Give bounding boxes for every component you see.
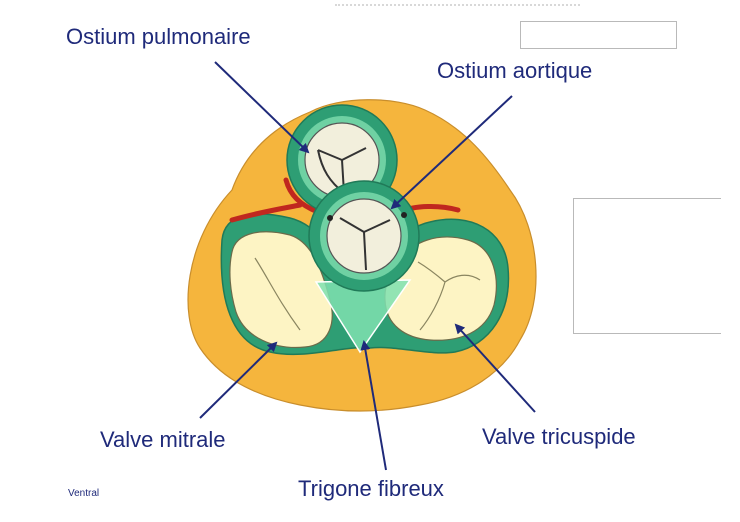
blank-box-top: [520, 21, 677, 49]
label-valve-tricuspide: Valve tricuspide: [482, 424, 636, 449]
label-ostium-pulmonaire: Ostium pulmonaire: [66, 24, 251, 49]
pointer-ostium-aortique: [390, 95, 513, 210]
tricuspid-commissure-line: [417, 261, 481, 331]
label-orientation: Ventral: [68, 488, 100, 499]
pointer-ostium-pulmonaire: [214, 61, 310, 154]
faded-header-fragment: [335, 4, 580, 18]
aortic-cusp-lines: [339, 217, 391, 271]
pointer-valve-tricuspide: [454, 323, 536, 413]
pointer-valve-mitrale: [199, 341, 278, 419]
left-coronary-artery: [229, 177, 321, 223]
mitral-commissure-line: [254, 257, 301, 331]
label-valve-mitrale: Valve mitrale: [100, 427, 226, 452]
mitral-valve: [229, 231, 333, 349]
blank-box-right: [573, 198, 721, 334]
pointer-trigone-fibreux: [360, 340, 387, 471]
coronary-ostium-left: [327, 215, 333, 221]
pulmonary-cusp-lines: [317, 147, 367, 194]
label-ostium-aortique: Ostium aortique: [437, 58, 593, 83]
label-trigone-fibreux: Trigone fibreux: [298, 476, 444, 501]
coronary-ostium-right: [401, 212, 407, 218]
